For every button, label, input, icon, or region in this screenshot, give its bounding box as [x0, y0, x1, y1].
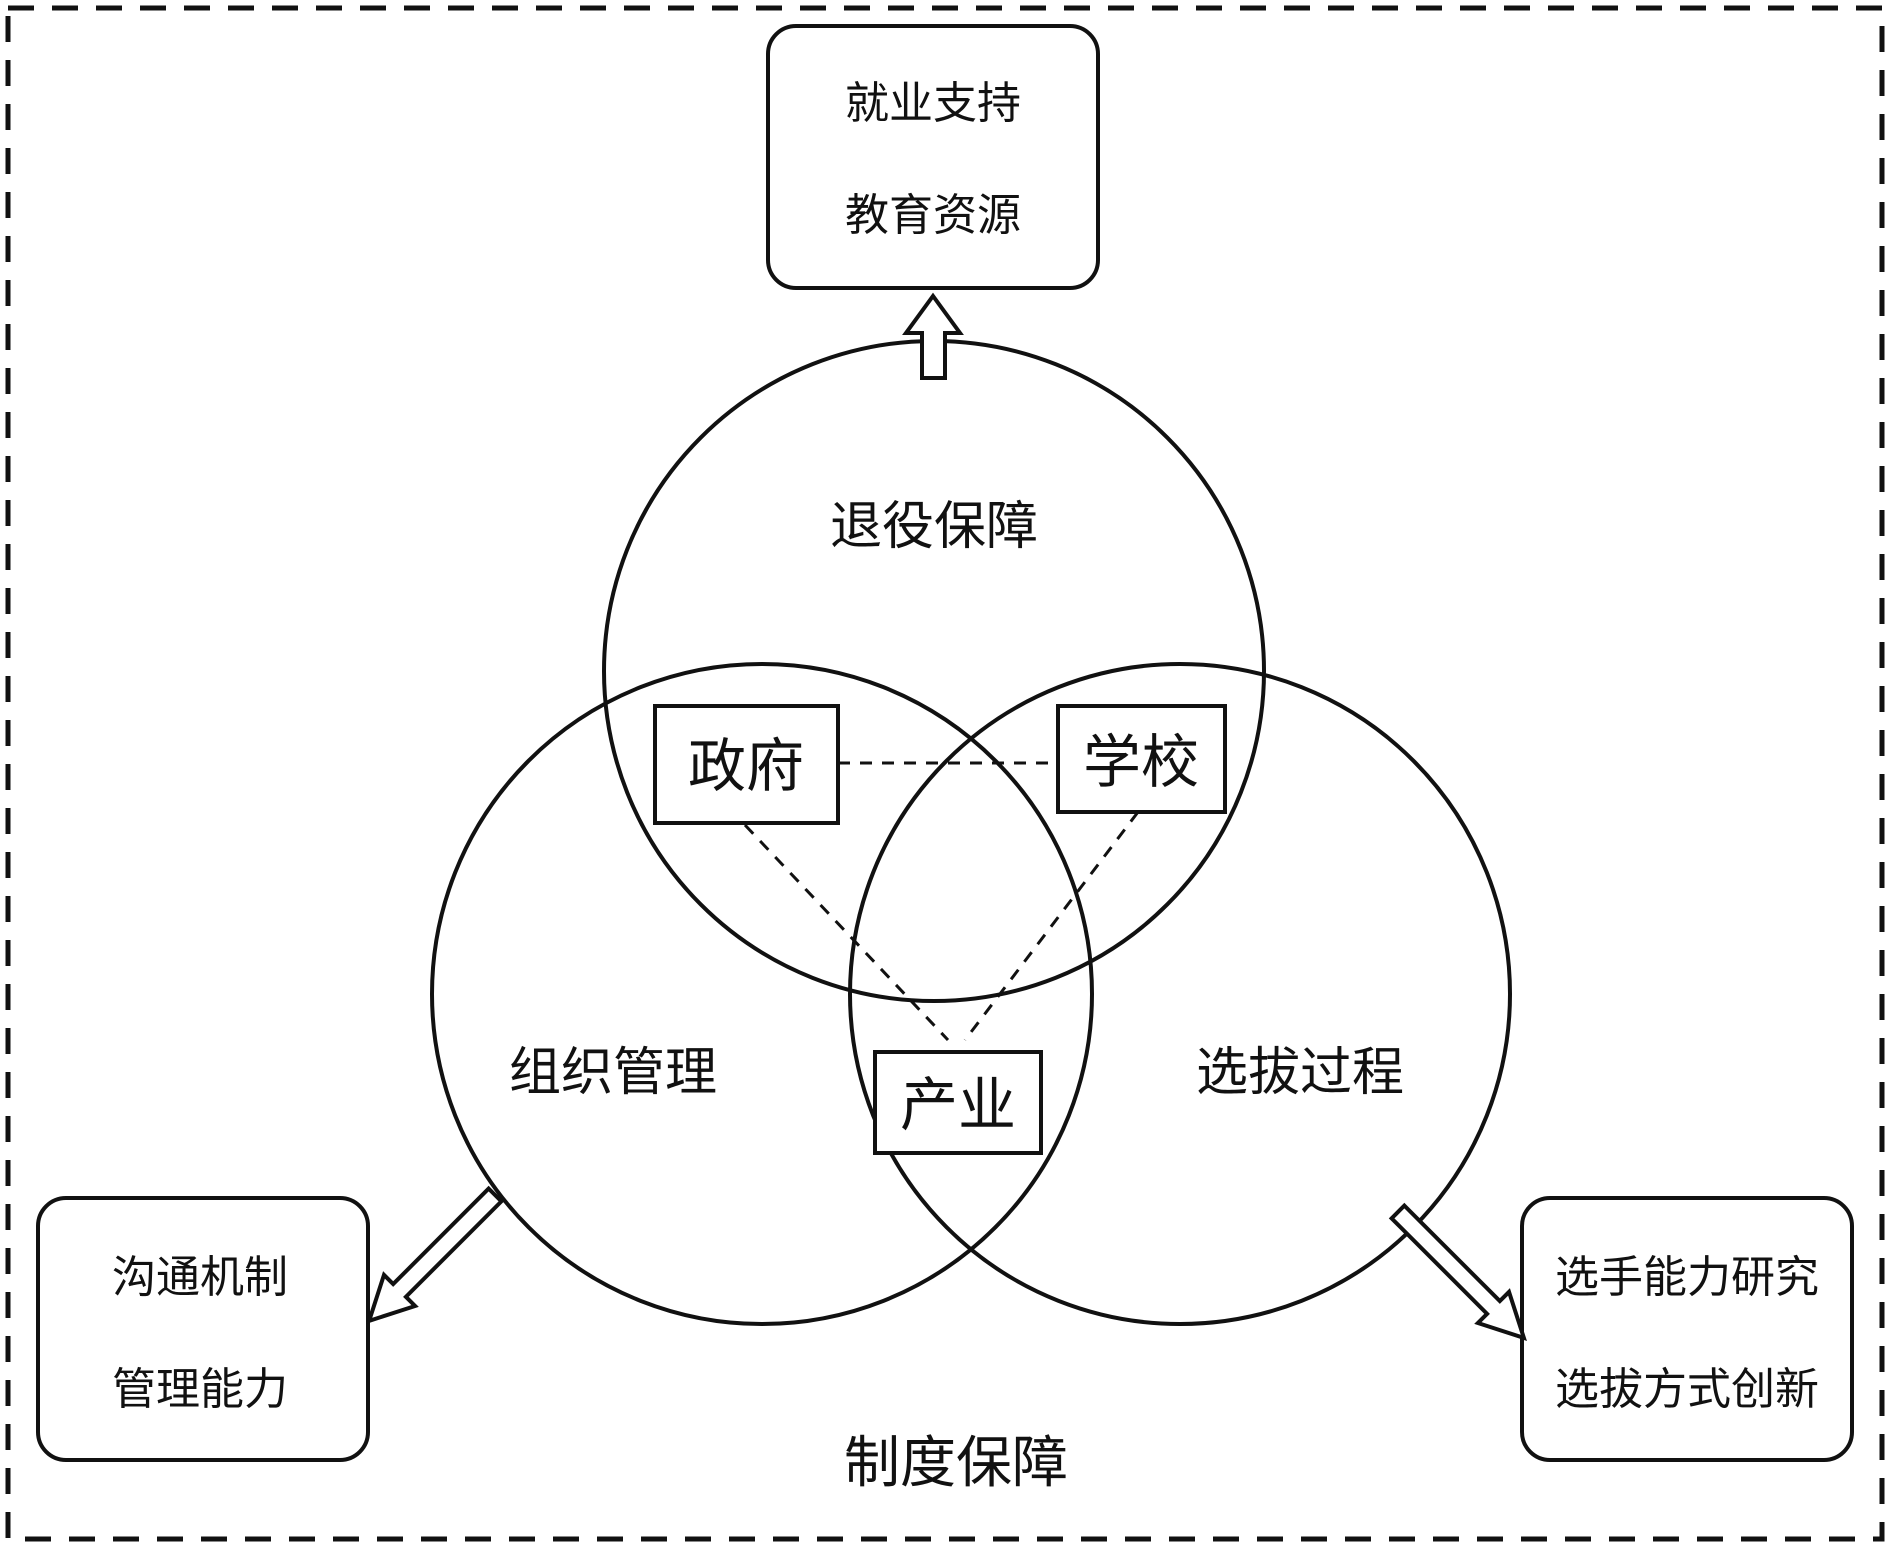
right-box-line1: 选手能力研究 [1555, 1252, 1819, 1303]
left-box [36, 1196, 370, 1462]
actor-box-government [653, 704, 840, 825]
circle-label-top: 退役保障 [830, 497, 1038, 557]
actor-box-school [1056, 704, 1227, 814]
circle-left [430, 662, 1094, 1326]
dashed-link-school-industry [963, 811, 1140, 1041]
circle-label-right: 选拔过程 [1196, 1043, 1404, 1103]
actor-box-industry [873, 1050, 1043, 1155]
circle-label-left: 组织管理 [509, 1043, 717, 1103]
arrow-left-down [366, 1185, 505, 1324]
top-box-line1: 就业支持 [845, 78, 1021, 129]
left-box-line1: 沟通机制 [112, 1252, 288, 1303]
arrow-right-down [1388, 1202, 1527, 1341]
outer-dashed-frame [5, 5, 1885, 1542]
right-box-line2: 选拔方式创新 [1555, 1364, 1819, 1415]
actor-industry: 产业 [900, 1071, 1016, 1139]
actor-government: 政府 [688, 732, 804, 800]
arrow-up [902, 292, 964, 380]
top-box [766, 24, 1100, 290]
bottom-label: 制度保障 [844, 1431, 1068, 1496]
circle-right [848, 662, 1512, 1326]
top-box-line2: 教育资源 [845, 190, 1021, 241]
dashed-link-gov-industry [743, 823, 950, 1042]
left-box-line2: 管理能力 [112, 1364, 288, 1415]
actor-school: 学校 [1083, 728, 1199, 796]
right-box [1520, 1196, 1854, 1462]
